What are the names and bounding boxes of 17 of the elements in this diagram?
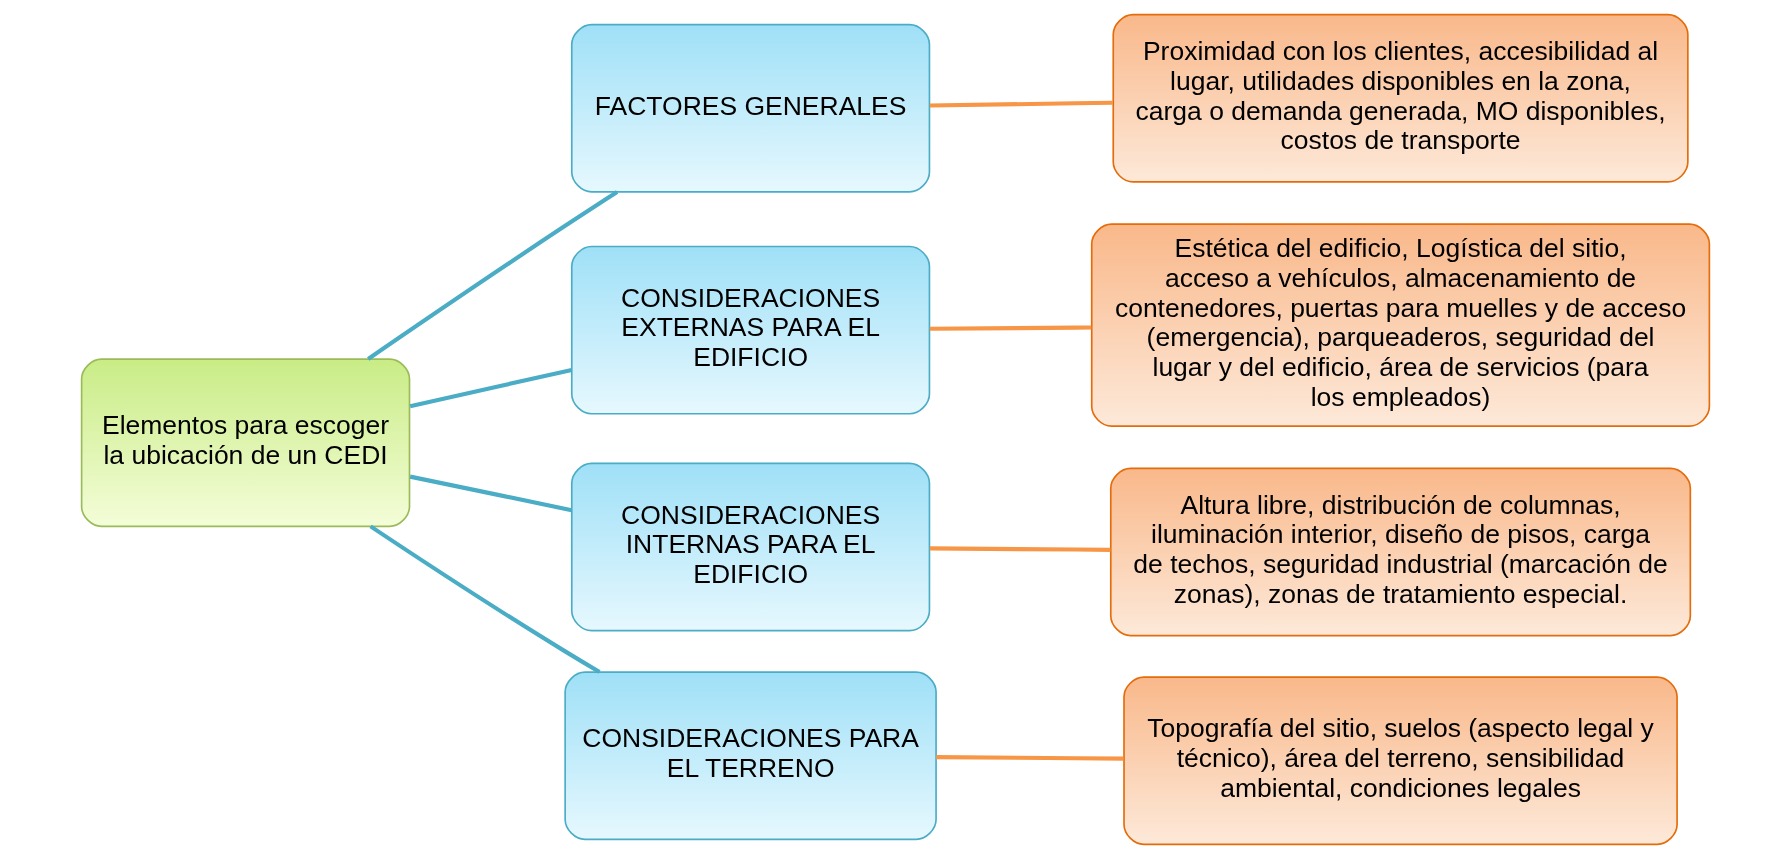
connector (367, 190, 619, 361)
node-box: CONSIDERACIONES INTERNAS PARA EL EDIFICIO (570, 462, 931, 632)
node-box: Estética del edificio, Logística del sitio, acceso a vehículos, almacenamiento de contenedores, puertas para muelles y de acceso (emergencia), parqueaderos, seguridad del lugar y del edificio, área de servicios (para los empleados) (1090, 223, 1711, 427)
connector (929, 100, 1113, 108)
connector (929, 325, 1092, 331)
connector (369, 524, 601, 674)
connector (409, 474, 573, 513)
node-box: Altura libre, distribución de columnas, iluminación interior, diseño de pisos, carga de techos, seguridad industrial (marcación de zonas), zonas de tratamiento especial. (1109, 467, 1692, 637)
node-box: CONSIDERACIONES PARA EL TERRENO (564, 671, 937, 841)
node-box: CONSIDERACIONES EXTERNAS PARA EL EDIFICIO (570, 245, 931, 415)
connector (936, 755, 1124, 761)
node-box: Topografía del sitio, suelos (aspecto legal y técnico), área del terreno, sensibilidad ambiental, condiciones legales (1123, 676, 1678, 846)
connector (409, 367, 573, 409)
node-box: Proximidad con los clientes, accesibilidad al lugar, utilidades disponibles en la zona, carga o demanda generada, MO disponibles, costos de transporte (1112, 13, 1689, 183)
node-box: Elementos para escoger la ubicación de un CEDI (80, 358, 411, 528)
connector (929, 546, 1111, 552)
node-box: FACTORES GENERALES (570, 23, 931, 193)
